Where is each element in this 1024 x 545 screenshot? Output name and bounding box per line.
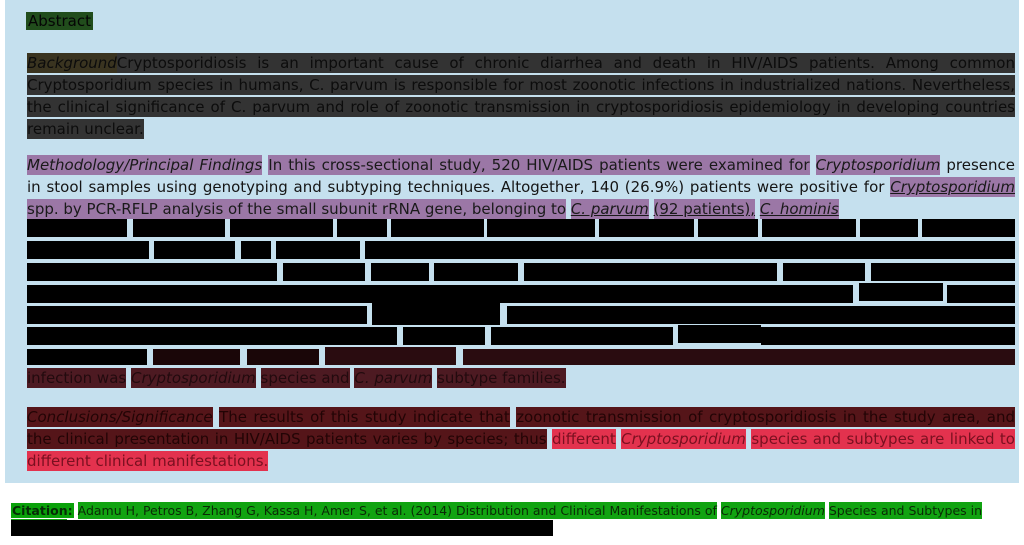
redacted-block <box>27 219 1015 365</box>
methodology-text-4: (92 patients), <box>653 199 756 219</box>
citation-redacted-bar <box>11 520 553 536</box>
methodology-tail-species: C. parvum <box>354 368 433 388</box>
conclusions-label: Conclusions/Significance <box>27 407 213 427</box>
citation: Citation: Adamu H, Petros B, Zhang G, Ka… <box>11 502 1016 536</box>
methodology-genus: Cryptosporidium <box>815 155 941 175</box>
citation-label: Citation: <box>11 503 74 518</box>
methodology-text-1: In this cross-sectional study, 520 HIV/A… <box>268 155 810 175</box>
methodology-tail-3: subtype families. <box>437 368 566 388</box>
conclusions-text-3: different <box>552 429 616 449</box>
conclusions-text-1: The results of this study indicate that <box>219 407 510 427</box>
background-label: Background <box>27 53 117 73</box>
methodology-species-1: C. parvum <box>570 199 649 219</box>
citation-text: Adamu H, Petros B, Zhang G, Kassa H, Ame… <box>77 502 717 519</box>
conclusions-genus: Cryptosporidium <box>621 429 746 449</box>
methodology-paragraph: Methodology/Principal Findings In this c… <box>27 154 1015 220</box>
conclusions-paragraph: Conclusions/Significance The results of … <box>27 406 1015 472</box>
citation-genus: Cryptosporidium <box>720 502 825 519</box>
background-text: Cryptosporidiosis is an important cause … <box>27 53 1015 139</box>
methodology-tail-2: species and <box>260 368 350 388</box>
methodology-label: Methodology/Principal Findings <box>27 155 263 175</box>
methodology-tail-genus: Cryptosporidium <box>131 368 256 388</box>
methodology-tail: infection was Cryptosporidium species an… <box>27 367 1015 389</box>
methodology-tail-1: infection was <box>27 368 127 388</box>
methodology-species-2: C. hominis <box>759 199 839 219</box>
abstract-heading: Abstract <box>26 12 93 30</box>
methodology-text-2: presence in stool samples using genotypi… <box>27 156 1015 196</box>
methodology-text-3: spp. by PCR-RFLP analysis of the small s… <box>27 199 567 219</box>
methodology-genus-2: Cryptosporidium <box>890 177 1015 197</box>
background-paragraph: BackgroundCryptosporidiosis is an import… <box>27 52 1015 140</box>
